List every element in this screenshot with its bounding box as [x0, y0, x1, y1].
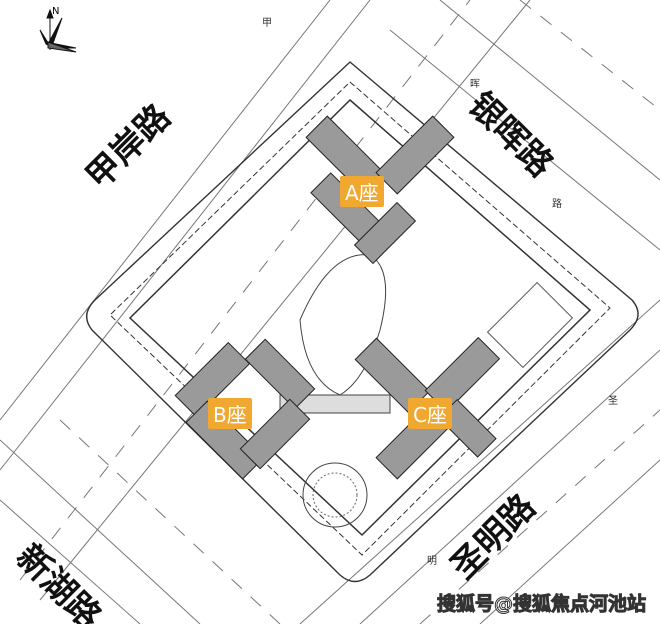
bridge — [279, 394, 391, 414]
round-garden — [302, 462, 368, 528]
road-mark-right-upper: 晖 — [470, 79, 480, 90]
building-a — [305, 115, 455, 265]
central-plaza — [299, 254, 387, 396]
north-arrow-icon — [39, 8, 77, 53]
road-mark-top: 甲 — [262, 18, 272, 29]
road-mark-right-mid: 路 — [552, 199, 562, 210]
watermark: 搜狐号@搜狐焦点河池站 — [436, 593, 646, 616]
site-boundary — [86, 61, 639, 583]
building-b-label: B座 — [208, 398, 252, 429]
road-mark-bottom: 明 — [427, 556, 437, 567]
building-a-label: A座 — [340, 176, 384, 207]
building-c-label: C座 — [408, 398, 452, 429]
north-label: N — [52, 6, 60, 17]
hatched-area — [486, 281, 574, 369]
building-b — [174, 338, 316, 480]
road-mark-right-lower: 圣 — [608, 396, 618, 407]
